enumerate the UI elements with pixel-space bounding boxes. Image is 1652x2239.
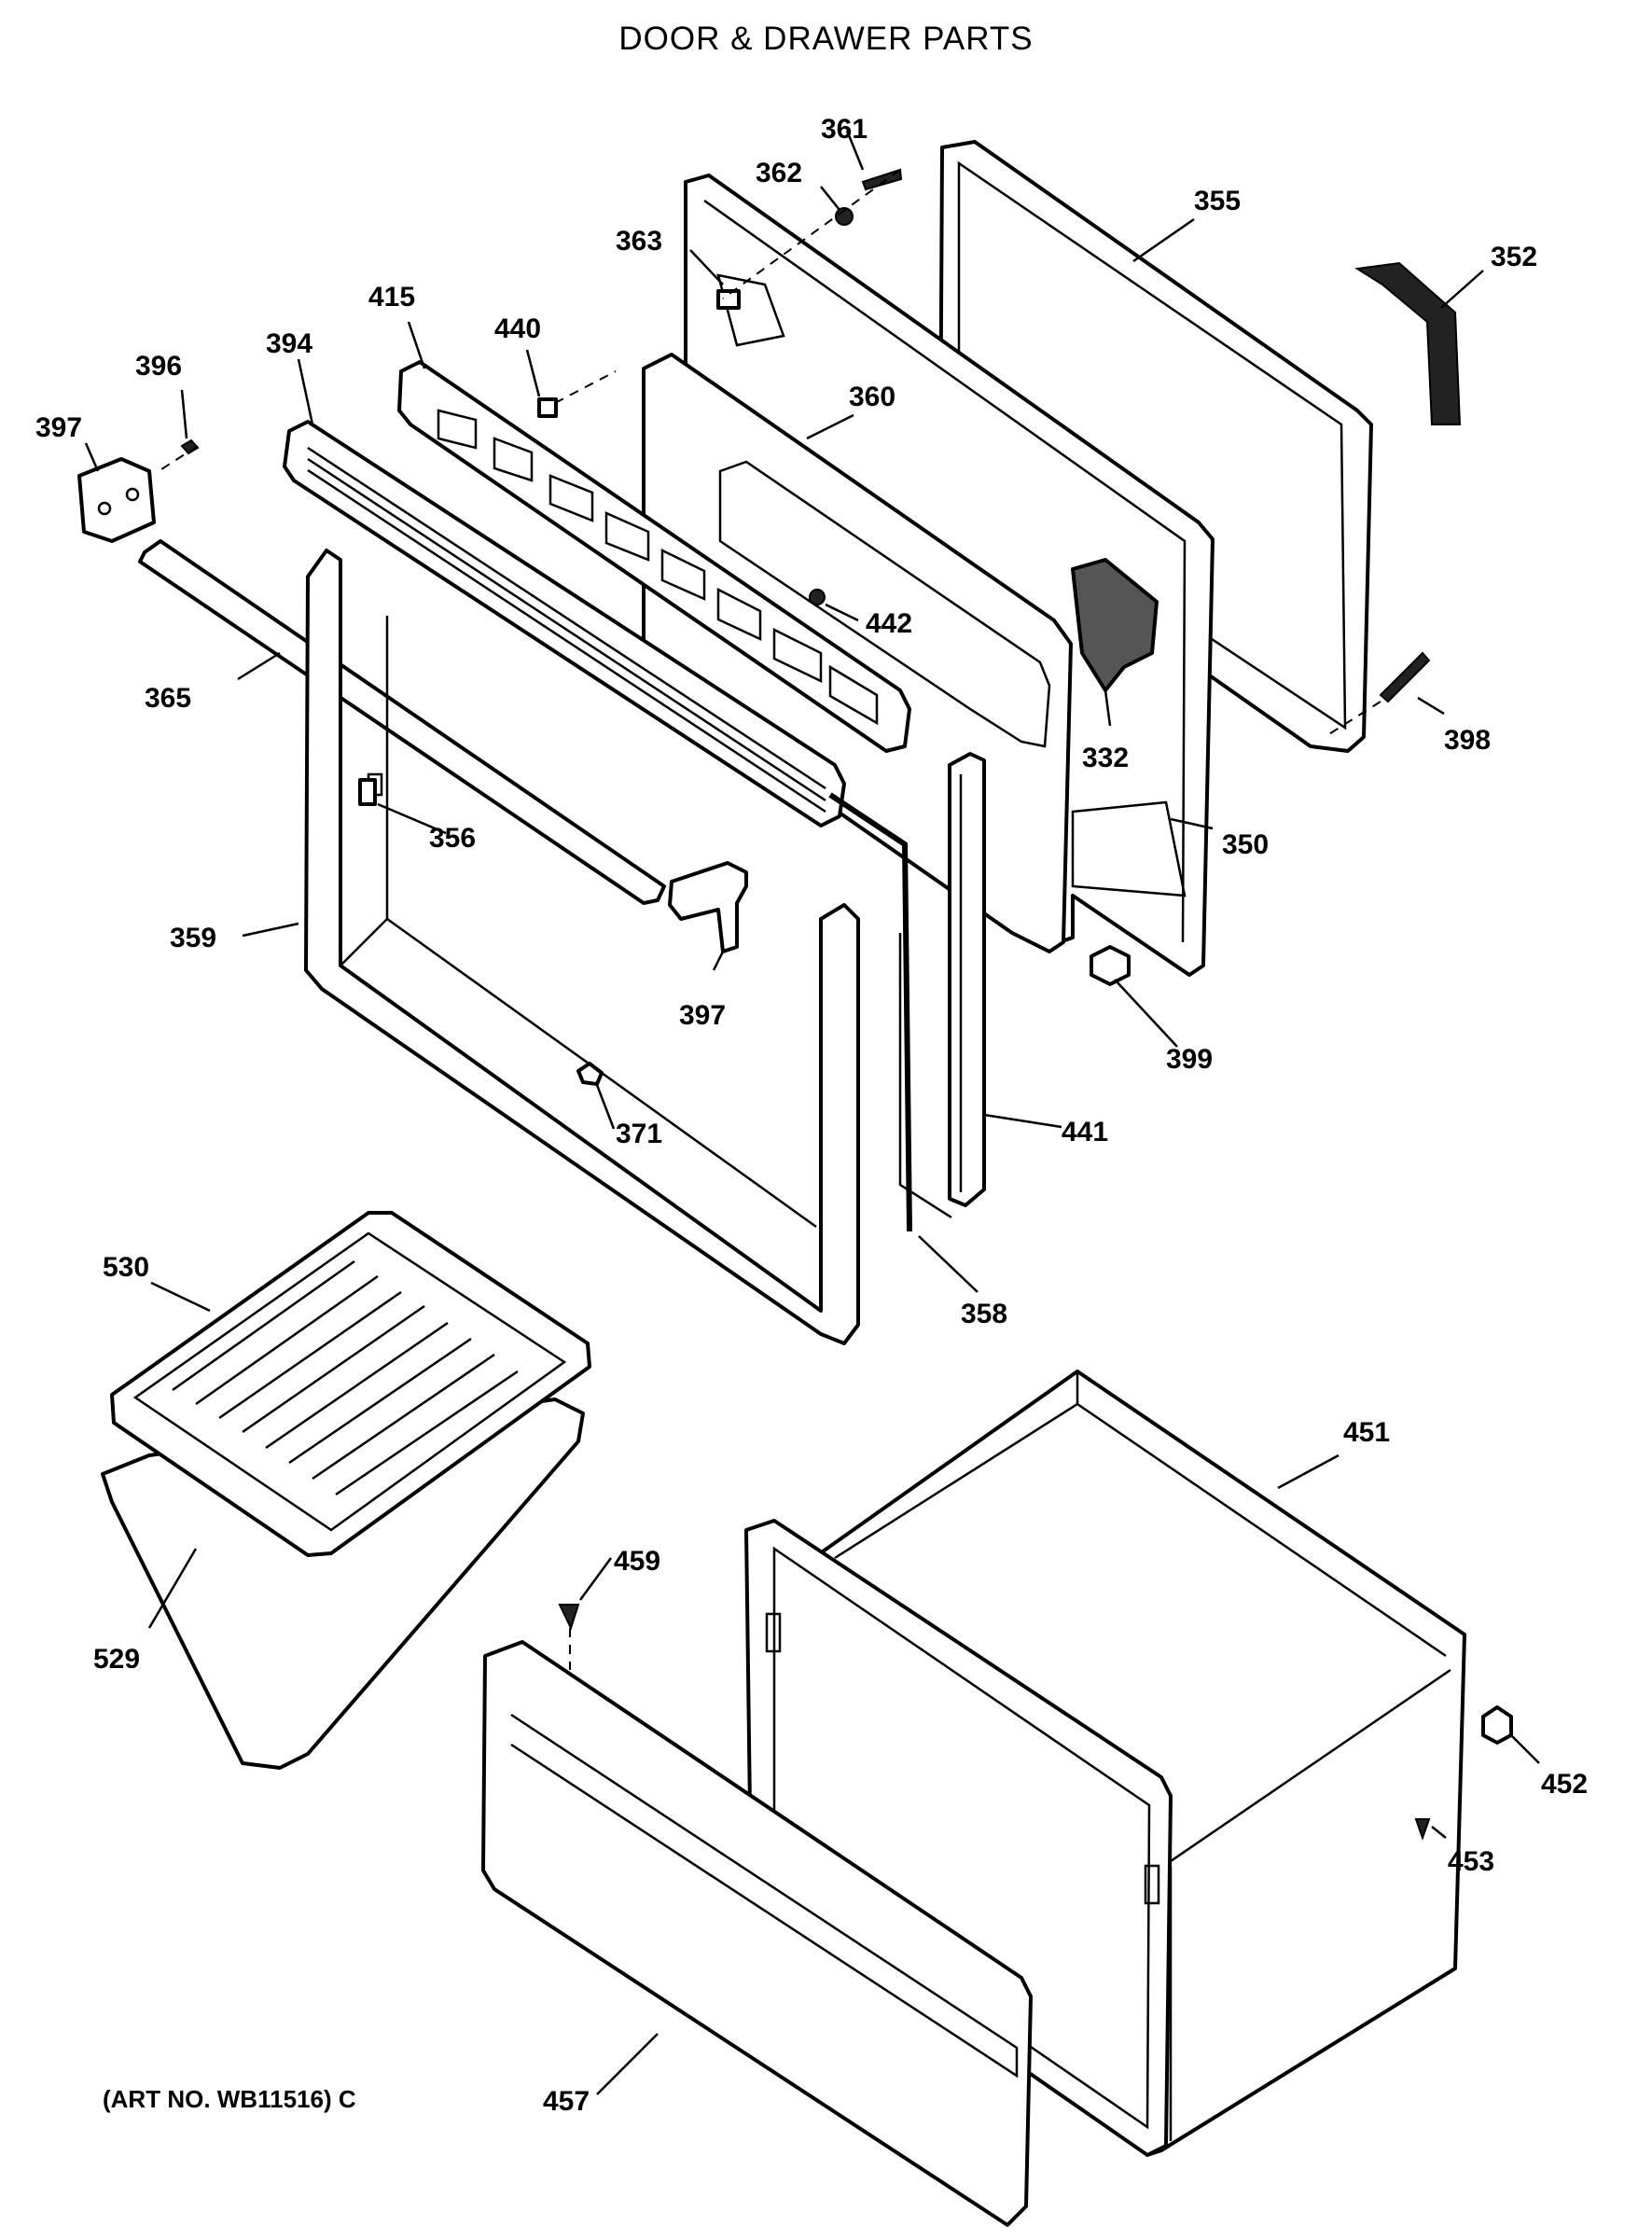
nut-362: [835, 207, 854, 226]
callout-396: 396: [135, 351, 182, 382]
callout-359: 359: [170, 923, 216, 953]
callout-530: 530: [103, 1252, 149, 1283]
clip-356: [358, 778, 377, 806]
callout-358: 358: [961, 1299, 1007, 1329]
door-gasket: [828, 792, 912, 1232]
callout-452: 452: [1541, 1769, 1588, 1800]
align-line-4: [1324, 701, 1381, 738]
callout-363: 363: [616, 226, 662, 257]
screw-459: [558, 1604, 580, 1631]
callout-451: 451: [1343, 1417, 1390, 1448]
callout-397-center: 397: [679, 1000, 726, 1031]
nut-442: [809, 589, 826, 605]
door-insulation: [1071, 558, 1159, 692]
align-line-1: [722, 169, 901, 299]
stop-452: [1481, 1705, 1513, 1745]
bumper-399: [1090, 945, 1131, 986]
callout-440: 440: [494, 313, 541, 344]
door-vent-trim: [283, 420, 846, 827]
callout-356: 356: [429, 823, 476, 854]
door-baffle: [397, 360, 911, 753]
door-frame: [304, 549, 860, 1345]
callout-365: 365: [145, 683, 191, 714]
callout-352: 352: [1491, 242, 1537, 272]
align-line-3: [158, 445, 199, 472]
callout-397-left: 397: [35, 412, 82, 443]
align-line-2: [554, 370, 617, 404]
hinge-block-left: [77, 457, 156, 543]
vent-rod: [138, 539, 666, 905]
door-side-trim: [898, 752, 986, 1219]
door-handle-trim: [1354, 261, 1462, 425]
callout-459: 459: [614, 1546, 660, 1577]
clip-371: [576, 1062, 604, 1086]
callout-361: 361: [821, 114, 868, 145]
callout-453: 453: [1448, 1846, 1494, 1877]
art-number: (ART NO. WB11516) C: [103, 2085, 356, 2113]
screw-453: [1414, 1818, 1431, 1842]
callout-442: 442: [866, 608, 912, 639]
callout-457: 457: [543, 2086, 590, 2117]
drawer-front-panel: [481, 1640, 1033, 2227]
screw-398: [1379, 651, 1431, 703]
callout-529: 529: [93, 1644, 140, 1675]
callout-355: 355: [1194, 186, 1241, 216]
callout-371: 371: [616, 1119, 662, 1149]
callout-394: 394: [266, 328, 312, 359]
callout-360: 360: [849, 382, 895, 412]
callout-332: 332: [1082, 743, 1129, 773]
callout-362: 362: [756, 158, 802, 188]
screw-396: [180, 438, 200, 455]
leader-lines: [84, 130, 1540, 2095]
clip-363: [716, 289, 741, 310]
broiler-grid: [110, 1211, 591, 1557]
clip-440: [537, 397, 558, 418]
diagram-title: DOOR & DRAWER PARTS: [618, 21, 1034, 57]
hinge-bracket-center: [668, 861, 748, 953]
callout-398: 398: [1444, 725, 1491, 756]
callout-399: 399: [1166, 1044, 1213, 1075]
fastener-361: [861, 168, 903, 191]
callout-415: 415: [368, 282, 415, 313]
callout-350: 350: [1222, 829, 1269, 860]
callout-441: 441: [1062, 1117, 1108, 1147]
